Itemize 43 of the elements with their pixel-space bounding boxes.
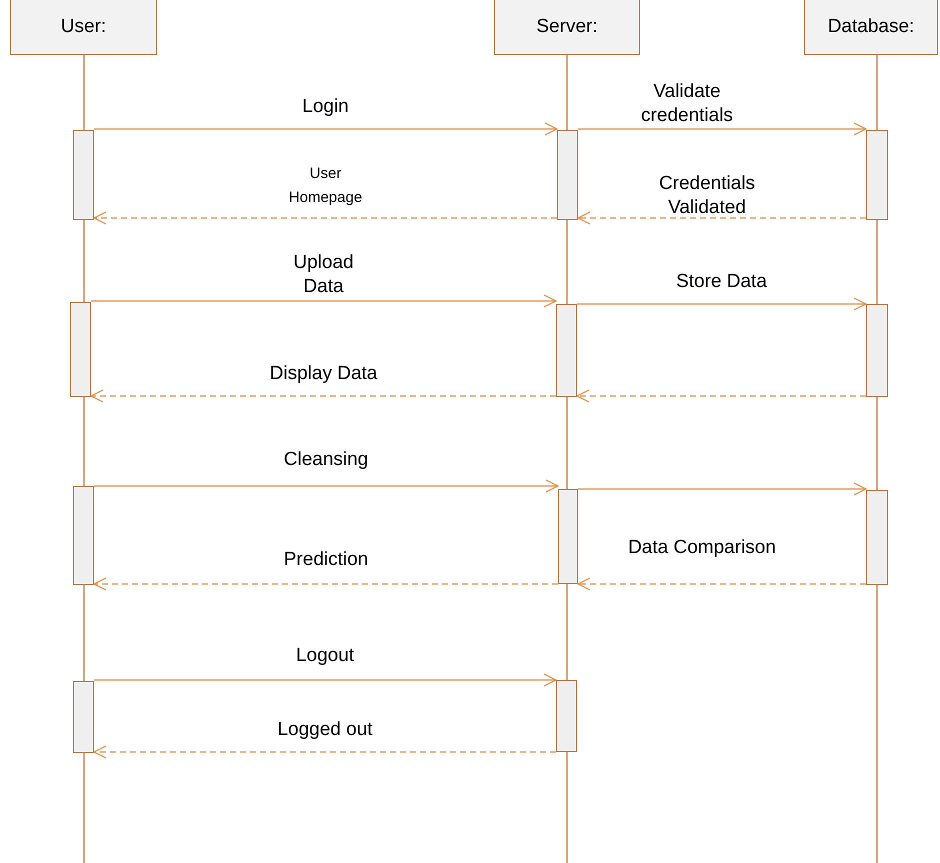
activation-bar [556,304,577,397]
activation-bar [866,490,888,585]
lifeline-header [804,0,938,55]
activation-bar [558,489,578,584]
return-message-arrow [93,745,556,759]
message-arrow [578,482,867,496]
message-label: Credentials Validated [658,172,756,220]
message-label: Logout [294,644,356,668]
activation-bar [73,681,94,753]
participant-name: Server: [536,16,598,38]
lifeline-header [10,0,157,55]
message-label: Login [301,95,350,119]
message-label: User Homepage [288,164,364,208]
activation-bar [866,304,888,397]
return-message-arrow [90,389,556,403]
return-message-arrow [576,389,866,403]
message-label: Data Comparison [627,536,777,560]
message-label: Validate credentials [640,80,734,128]
activation-bar [73,486,94,585]
message-arrow [577,297,867,311]
message-arrow [94,479,559,493]
participant-name: Database: [828,16,914,38]
message-label: Logged out [276,718,374,742]
participant-name: User: [60,16,106,38]
message-arrow [91,294,557,308]
activation-bar [556,680,577,752]
activation-bar [73,130,94,220]
message-label: Upload Data [292,251,355,299]
message-label: Display Data [268,362,378,386]
message-arrow [94,673,557,687]
activation-bar [866,130,888,220]
message-arrow [94,122,558,136]
activation-bar [70,302,91,397]
activation-bar [557,130,578,220]
return-message-arrow [93,577,558,591]
message-label: Prediction [282,548,370,572]
return-message-arrow [577,577,866,591]
message-arrow [578,122,867,136]
message-label: Store Data [675,270,768,294]
return-message-arrow [93,211,557,225]
lifeline-header [494,0,640,55]
message-label: Cleansing [282,448,370,472]
return-message-arrow [577,211,866,225]
